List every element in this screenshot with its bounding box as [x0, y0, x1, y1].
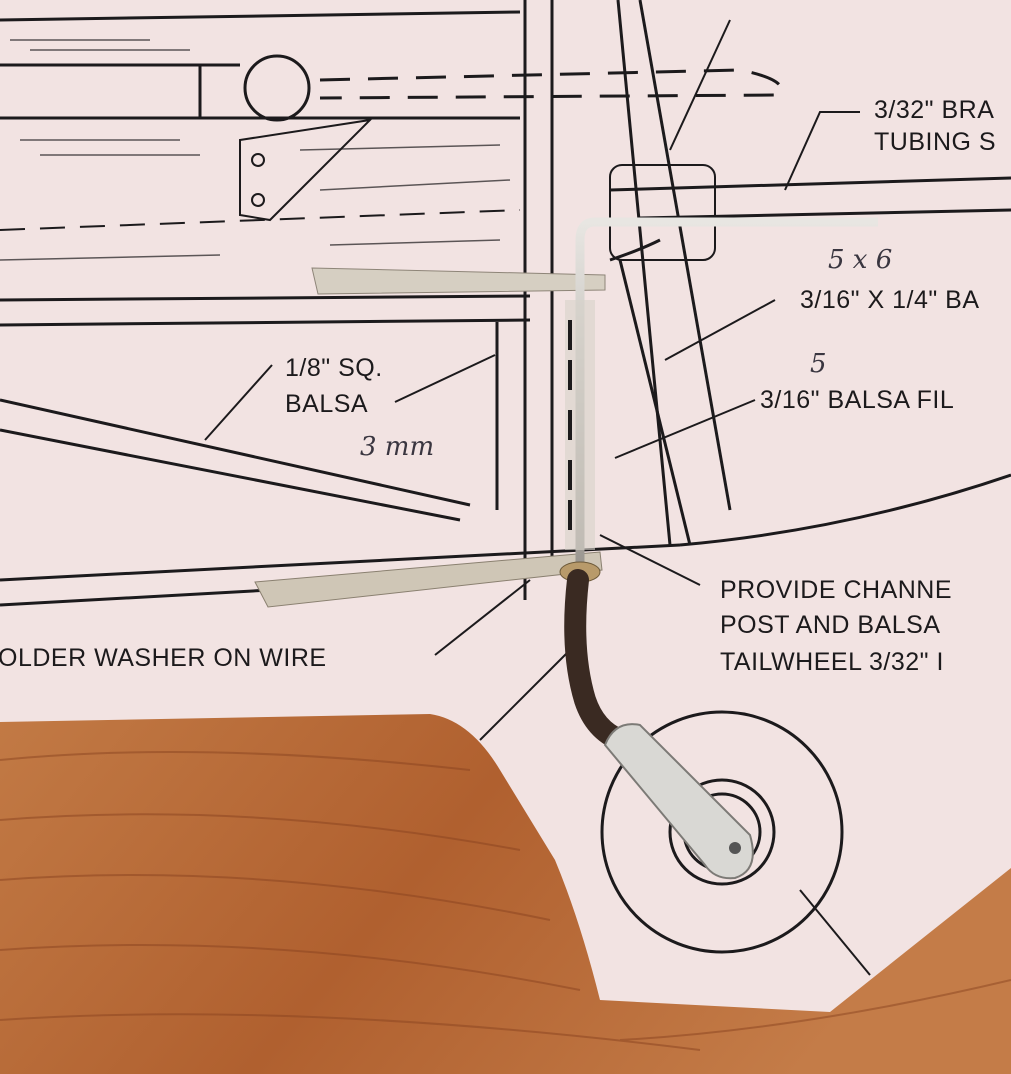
label-brass-tubing-2: TUBING S	[874, 128, 996, 156]
wire-wrap	[564, 569, 631, 751]
handwritten-five: 5	[810, 349, 827, 379]
label-sq-balsa-1: 1/8" SQ.	[285, 354, 383, 382]
handwritten-three-mm: 3 mm	[360, 432, 434, 462]
label-sq-balsa-2: BALSA	[285, 390, 368, 418]
handwritten-dims: 5 x 6	[828, 245, 892, 275]
tailwheel-bracket	[603, 723, 754, 880]
label-solder-washer: OLDER WASHER ON WIRE	[0, 644, 327, 672]
label-balsa-strip: 3/16" X 1/4" BA	[800, 286, 980, 314]
wire-post	[559, 217, 878, 583]
balsa-strip-bottom	[254, 551, 603, 608]
label-balsa-fill: 3/16" BALSA FIL	[760, 386, 954, 414]
label-provide-2: POST AND BALSA	[720, 611, 941, 639]
label-provide-1: PROVIDE CHANNE	[720, 576, 952, 604]
plan-drawing-lines	[0, 0, 1011, 976]
balsa-strip-top	[311, 267, 606, 295]
wood-table	[0, 714, 1011, 1074]
label-provide-3: TAILWHEEL 3/32" I	[720, 648, 944, 676]
label-brass-tubing-1: 3/32" BRA	[874, 96, 994, 124]
